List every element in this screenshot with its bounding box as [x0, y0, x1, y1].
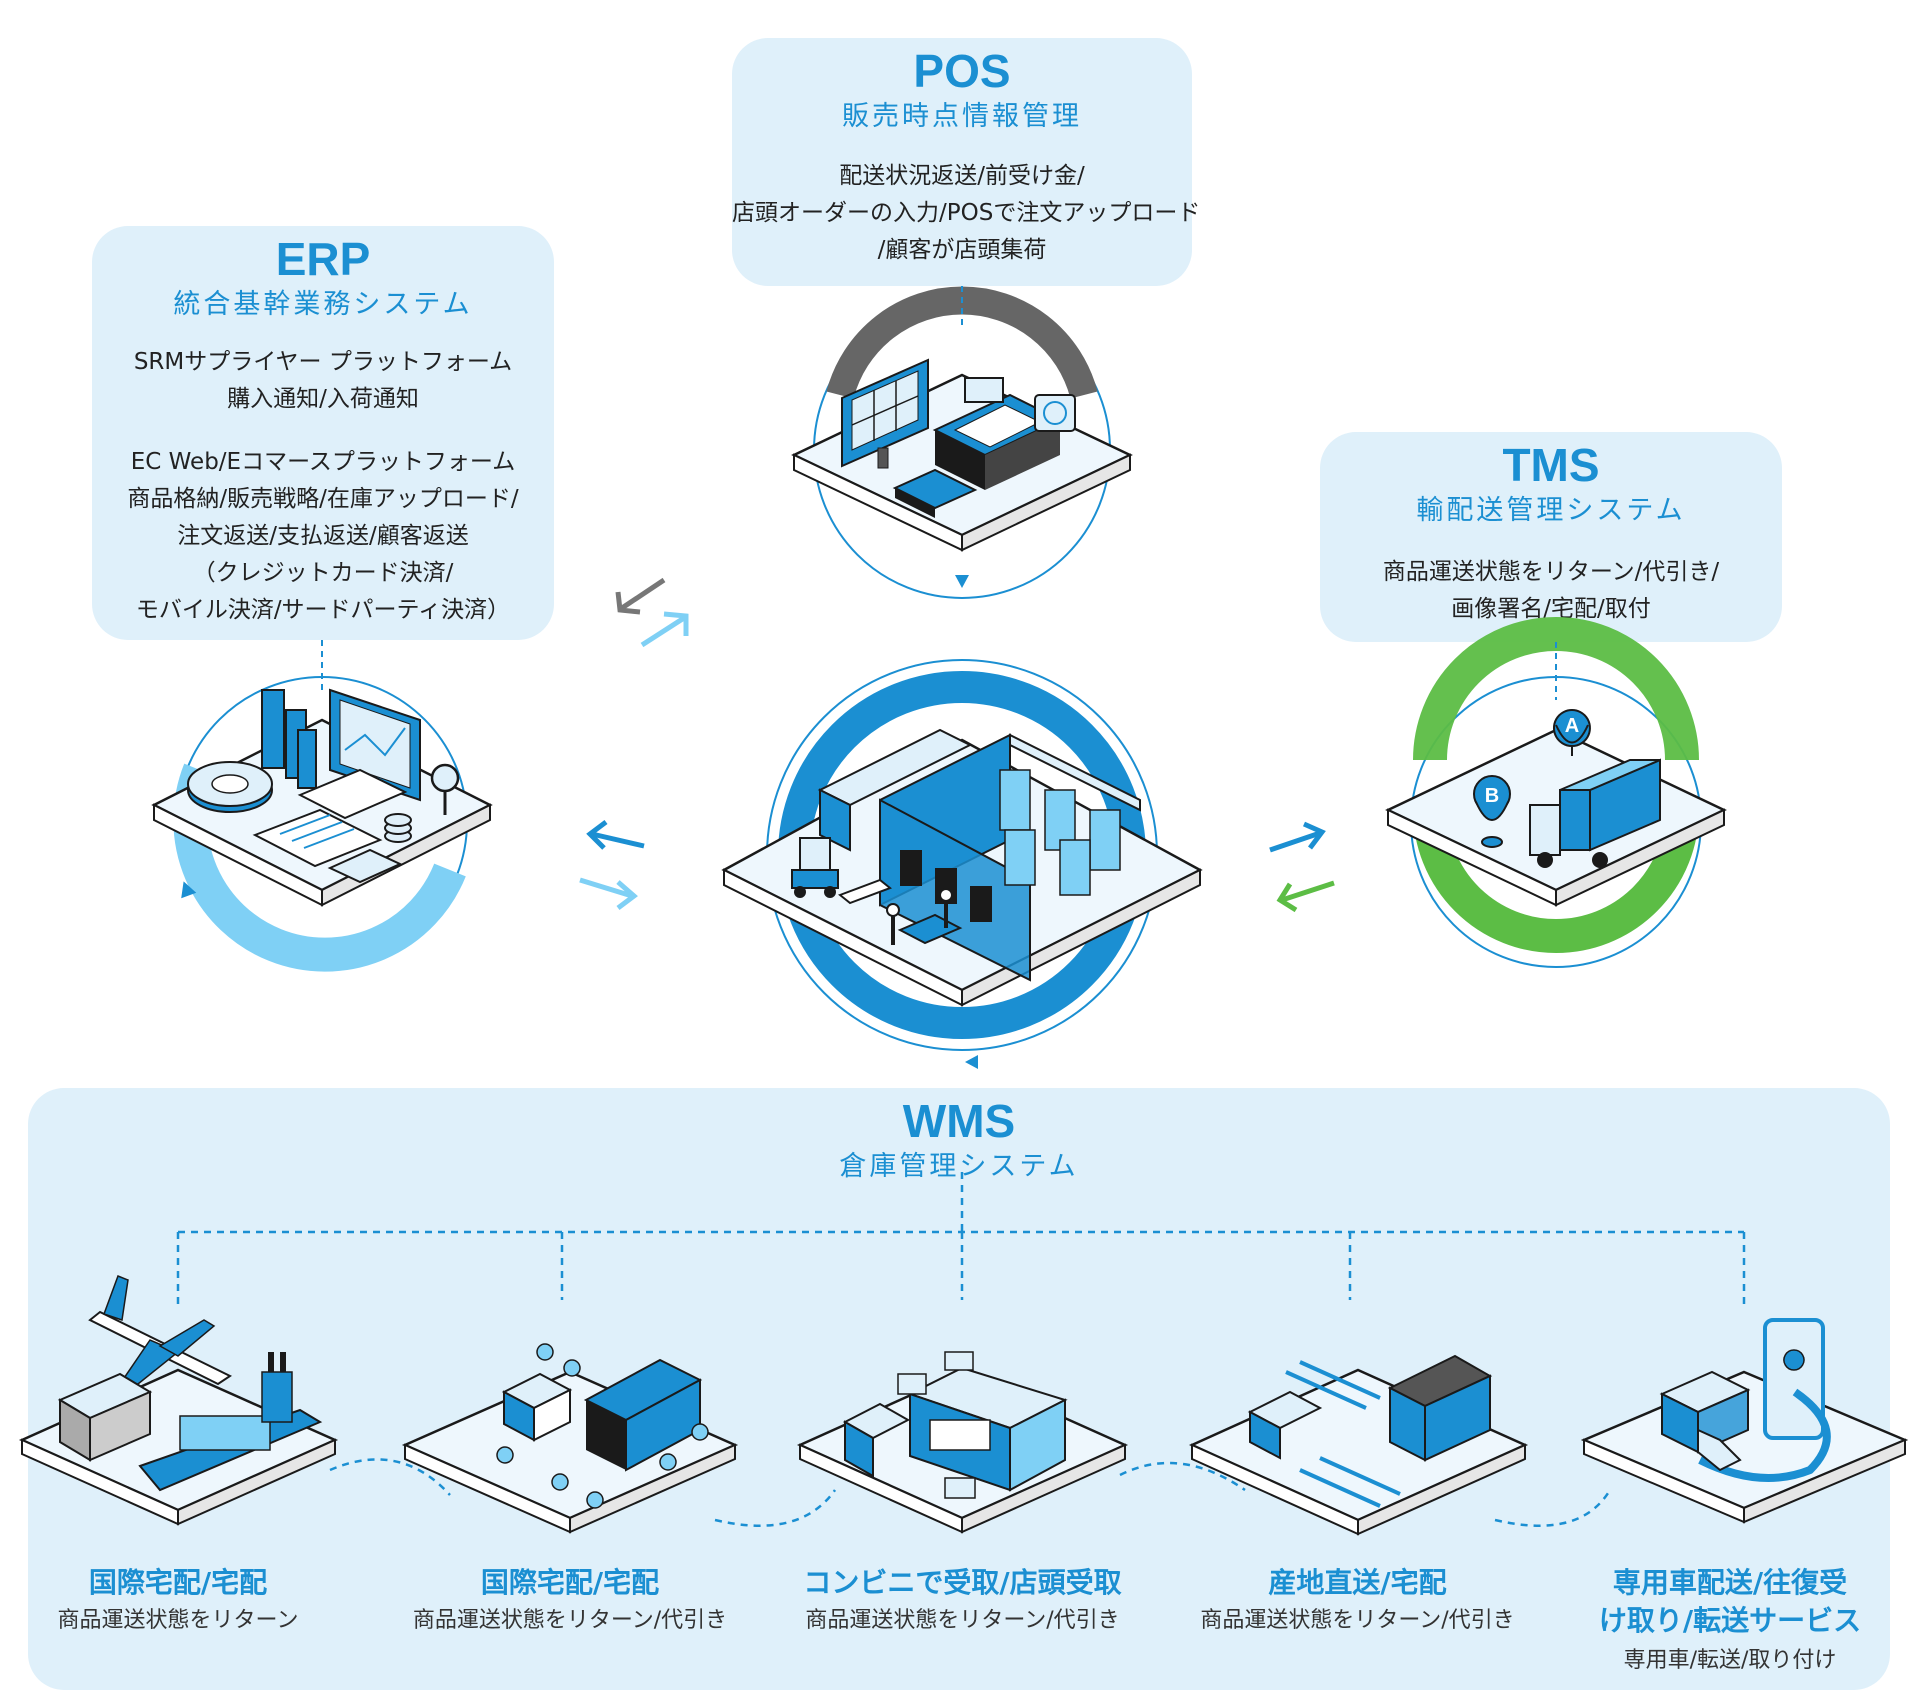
service-desc: 商品運送状態をリターン/代引き	[1200, 1608, 1515, 1633]
pos-panel: POS 販売時点情報管理 配送状況返送/前受け金/ 店頭オーダーの入力/POSで…	[732, 38, 1201, 286]
farm-scene	[1188, 1354, 1529, 1536]
tms-subtitle: 輸配送管理システム	[1416, 495, 1686, 526]
convenience-store-scene	[796, 1351, 1129, 1534]
tms-panel: TMS 輸配送管理システム 商品運送状態をリターン/代引き/ 画像署名/宅配/取…	[1320, 432, 1782, 642]
erp-line: （クレジットカード決済/	[192, 560, 454, 586]
storage-racks-icon	[999, 769, 1121, 896]
service-title-line2: け取り/転送サービス	[1598, 1604, 1862, 1637]
service-title: コンビニで受取/店頭受取	[803, 1566, 1122, 1599]
trailer-icon	[817, 728, 973, 852]
tms-title: TMS	[1502, 439, 1600, 491]
cash-register-icon	[932, 377, 1063, 490]
service-title-line1: 専用車配送/往復受	[1612, 1566, 1848, 1599]
service-desc: 専用車/転送/取り付け	[1623, 1648, 1837, 1673]
arrow-to-erp-icon	[615, 577, 666, 615]
intl-freight-scene	[18, 1275, 339, 1526]
delivery-truck-icon	[842, 1402, 911, 1478]
depot-building-icon	[583, 1358, 703, 1472]
arrow-to-wms-icon	[579, 877, 638, 910]
barn-icon	[1387, 1354, 1493, 1462]
trees-icon	[496, 1343, 709, 1509]
bar-chart-icon	[261, 689, 317, 789]
airplane-icon	[88, 1275, 232, 1386]
contactless-card-icon	[1034, 394, 1076, 432]
erp-line: 注文返送/支払返送/顧客返送	[177, 523, 469, 549]
service-desc: 商品運送状態をリターン/代引き	[805, 1608, 1120, 1633]
crop-rows-icon	[1285, 1360, 1401, 1508]
wms-tree-connectors	[176, 1172, 1746, 1305]
erp-pos-arrows	[615, 577, 689, 648]
service-title: 産地直送/宅配	[1268, 1566, 1447, 1599]
card-terminal-icon	[892, 468, 978, 518]
delivery-truck-icon	[1529, 758, 1661, 868]
parcel-boxes-icon	[897, 1351, 976, 1499]
depot-scene	[401, 1343, 739, 1534]
map-pin-b-icon: B	[1473, 775, 1511, 848]
magnifier-icon	[430, 763, 460, 815]
erp-line: 商品格納/販売戦略/在庫アップロード/	[127, 486, 519, 512]
wms-title: WMS	[902, 1095, 1016, 1147]
worker-cart-icon	[886, 888, 963, 945]
forklift-icon	[791, 837, 892, 905]
arrow-to-pos-icon	[640, 611, 689, 648]
wms-tms-arrows	[1269, 821, 1335, 913]
route-path	[1698, 1388, 1831, 1482]
wms-dotted-curves	[329, 1458, 1612, 1527]
store-icon	[907, 1366, 1068, 1492]
service-title: 国際宅配/宅配	[88, 1566, 268, 1599]
tms-line: 商品運送状態をリターン/代引き/	[1382, 559, 1720, 585]
erp-wms-arrows	[579, 820, 645, 910]
truck-icon	[1247, 1390, 1323, 1460]
calculator-icon	[327, 848, 403, 884]
pin-a-label: A	[1565, 715, 1579, 737]
document-icon	[252, 808, 383, 868]
donut-chart-icon	[187, 761, 273, 813]
wms-subtitle: 倉庫管理システム	[839, 1151, 1079, 1182]
erp-subtitle: 統合基幹業務システム	[173, 289, 473, 320]
service-desc: 商品運送状態をリターン	[57, 1608, 299, 1633]
container-icon	[57, 1372, 153, 1462]
pos-line: 配送状況返送/前受け金/	[839, 163, 1085, 189]
erp-line: SRMサプライヤー プラットフォーム	[133, 349, 513, 375]
erp-panel: ERP 統合基幹業務システム SRMサプライヤー プラットフォーム 購入通知/入…	[92, 226, 554, 640]
pos-line: /顧客が店頭集荷	[877, 237, 1047, 263]
erp-title: ERP	[275, 233, 371, 285]
pos-title: POS	[913, 45, 1011, 97]
dedicated-vehicle-scene	[1580, 1318, 1909, 1524]
service-title: 国際宅配/宅配	[480, 1566, 660, 1599]
erp-line: モバイル決済/サードパーティ決済）	[135, 597, 511, 623]
pos-subtitle: 販売時点情報管理	[842, 101, 1082, 132]
map-pin-a-icon: A	[1552, 709, 1591, 756]
delivery-truck-icon	[1659, 1370, 1751, 1472]
arrow-to-erp-icon	[586, 820, 645, 850]
pos-monitor-icon	[841, 358, 929, 469]
arrow-to-wms-icon	[1276, 880, 1335, 913]
service-desc: 商品運送状態をリターン/代引き	[412, 1608, 728, 1633]
arrow-to-tms-icon	[1269, 821, 1326, 853]
delivery-van-icon	[501, 1372, 573, 1442]
erp-lines: SRMサプライヤー プラットフォーム 購入通知/入荷通知 EC Web/Eコマー…	[92, 344, 554, 629]
coins-icon	[384, 813, 412, 843]
erp-line: 購入通知/入荷通知	[227, 386, 419, 412]
pos-lines: 配送状況返送/前受け金/ 店頭オーダーの入力/POSで注文アップロード /顧客が…	[732, 158, 1201, 269]
pin-b-label: B	[1485, 785, 1499, 807]
pos-line: 店頭オーダーの入力/POSで注文アップロード	[732, 200, 1201, 226]
smartphone-map-icon	[1763, 1318, 1825, 1440]
erp-line: EC Web/Eコマースプラットフォーム	[130, 449, 516, 475]
cargo-ship-icon	[138, 1352, 323, 1492]
keyboard-icon	[297, 768, 408, 820]
